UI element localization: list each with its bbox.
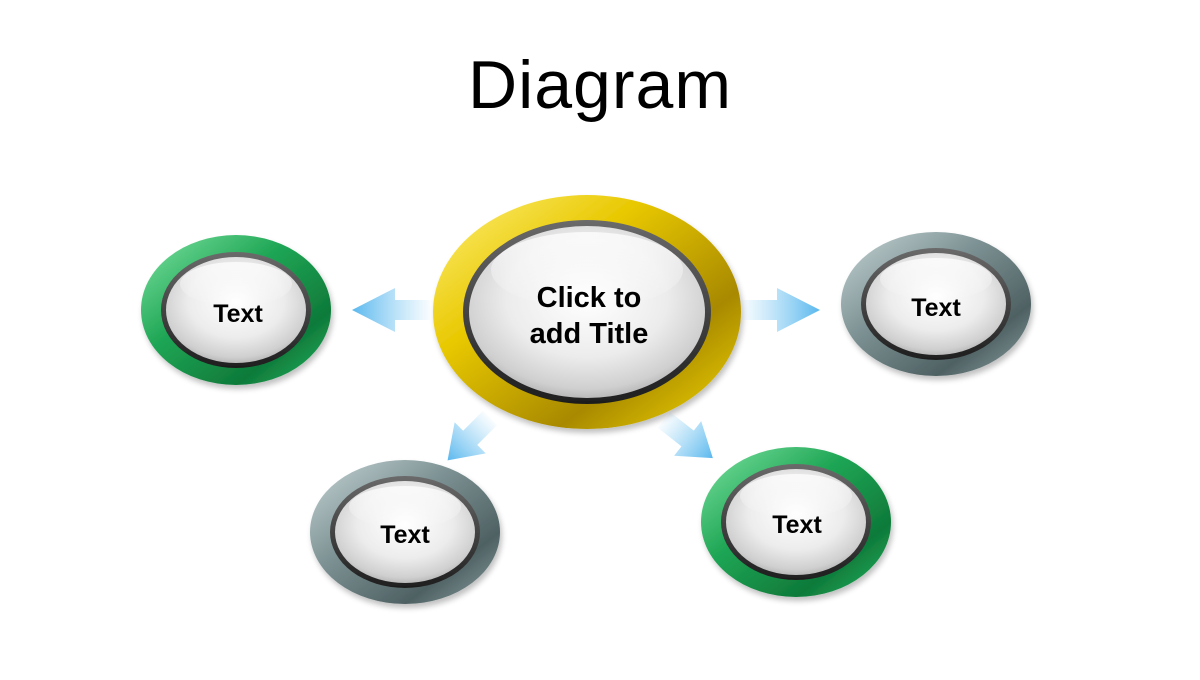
node-bottom-left[interactable]: Text [310, 460, 500, 604]
node-right-label: Text [911, 294, 961, 322]
node-bottom-right-label: Text [772, 511, 822, 539]
center-node-label-line1: Click to [537, 282, 642, 314]
arrow-to-bottom-left [447, 410, 498, 461]
page-title: Diagram [468, 47, 732, 123]
node-bottom-left-label: Text [380, 521, 430, 549]
arrow-to-right [742, 288, 820, 332]
arrow-to-left [352, 288, 430, 332]
center-node[interactable]: Click to add Title [433, 195, 741, 429]
node-left-label: Text [213, 300, 263, 328]
center-node-label-line2: add Title [530, 318, 649, 350]
node-left[interactable]: Text [141, 235, 331, 385]
arrow-to-bottom-right [657, 412, 713, 459]
node-bottom-right[interactable]: Text [701, 447, 891, 597]
node-right[interactable]: Text [841, 232, 1031, 376]
